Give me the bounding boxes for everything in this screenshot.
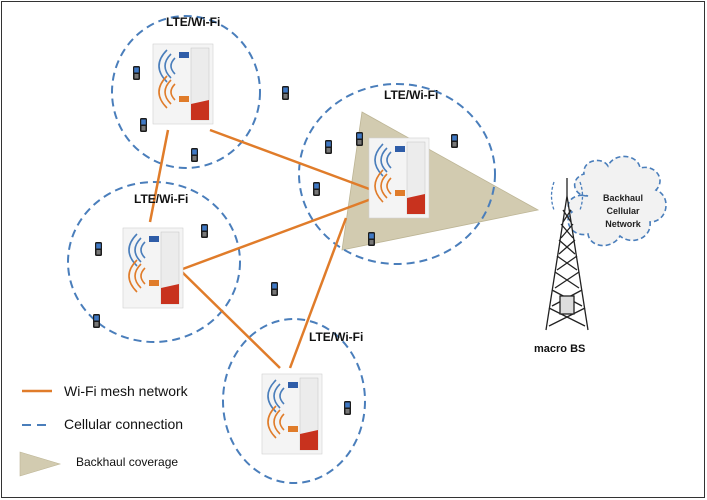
phone-icon — [325, 140, 332, 154]
phone-icon — [344, 401, 351, 415]
phone-icon — [271, 282, 278, 296]
access-point-middle-left — [122, 227, 184, 309]
phone-icon — [93, 314, 100, 328]
access-point-bottom — [261, 373, 323, 455]
phone-icon — [95, 242, 102, 256]
mesh-link — [179, 196, 375, 272]
macro-bs-tower-icon — [545, 178, 589, 331]
mesh-link — [179, 269, 281, 369]
access-point-center-right — [368, 137, 430, 219]
backhaul-cloud: Backhaul Cellular Network — [567, 155, 667, 247]
phone-icon — [368, 232, 375, 246]
phone-icon — [356, 132, 363, 146]
cell-circle-center-right — [298, 83, 496, 265]
cell-circle-top-left — [111, 15, 261, 169]
legend: Wi-Fi mesh network Cellular connection B… — [19, 383, 189, 477]
access-point-top-left — [152, 43, 214, 125]
cell-title-top-left: LTE/Wi-Fi — [166, 15, 220, 29]
legend-mesh-label: Wi-Fi mesh network — [64, 383, 189, 399]
cloud-line: Network — [605, 219, 642, 229]
legend-cellular-label: Cellular connection — [64, 416, 183, 432]
cell-circle-middle-left — [67, 181, 241, 343]
phone-icon — [201, 224, 208, 238]
cloud-line: Backhaul — [603, 193, 643, 203]
phone-icon — [133, 66, 140, 80]
phone-icon — [282, 86, 289, 100]
phone-icon — [451, 134, 458, 148]
legend-backhaul-swatch — [19, 451, 62, 477]
legend-backhaul-label: Backhaul coverage — [76, 455, 178, 469]
cell-circle-bottom — [222, 318, 366, 484]
macro-bs-label: macro BS — [534, 343, 585, 355]
mesh-link — [288, 217, 348, 369]
mesh-link — [148, 129, 170, 223]
mesh-link — [209, 128, 373, 192]
cell-title-center-right: LTE/Wi-Fi — [384, 88, 438, 102]
mesh-links — [148, 128, 375, 369]
phone-icon — [191, 148, 198, 162]
cell-title-bottom: LTE/Wi-Fi — [309, 330, 363, 344]
phone-icon — [313, 182, 320, 196]
cell-title-middle-left: LTE/Wi-Fi — [134, 192, 188, 206]
cloud-line: Cellular — [606, 206, 640, 216]
cell-circles — [67, 15, 496, 484]
phone-icon — [140, 118, 147, 132]
